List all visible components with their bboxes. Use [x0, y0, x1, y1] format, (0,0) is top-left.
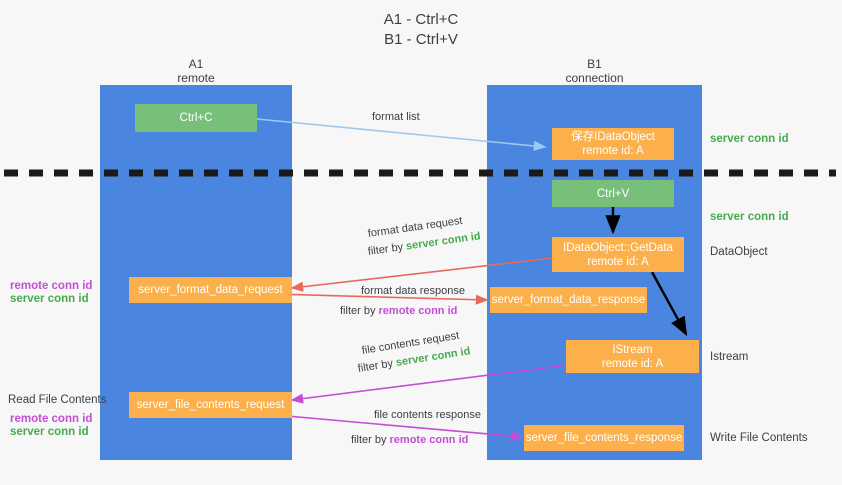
lane-a1-title: A1: [188, 57, 204, 71]
flow-filter-format-data-response-value: remote conn id: [378, 305, 458, 317]
node-server-format-data-request[interactable]: server_format_data_request: [129, 277, 292, 303]
title-line-1: A1 - Ctrl+C: [383, 11, 459, 28]
flow-filter-file-contents-response: filter by remote conn id: [351, 433, 468, 448]
label-remote-conn-id-mid: remote conn id: [10, 280, 93, 292]
label-read-file-contents: Read File Contents: [8, 394, 107, 406]
label-server-conn-id-low: server conn id: [10, 426, 89, 438]
label-server-conn-id-top: server conn id: [710, 133, 789, 145]
node-istream-label: IStream: [612, 343, 653, 356]
lane-header-b1: B1 connection: [487, 57, 702, 85]
flow-label-format-data-response: format data response: [361, 284, 465, 299]
label-remote-conn-id-low: remote conn id: [10, 413, 93, 425]
flow-label-file-contents-response-text: file contents response: [374, 409, 482, 421]
node-istream-sub: remote id: A: [601, 357, 664, 370]
node-save-idataobject-sub: remote id: A: [582, 145, 644, 157]
node-istream[interactable]: IStream remote id: A: [566, 340, 699, 373]
flow-filter-file-contents-response-value: remote conn id: [389, 434, 469, 446]
label-istream: Istream: [710, 351, 749, 363]
flow-label-file-contents-response: file contents response: [374, 408, 481, 423]
label-server-conn-id-mid: server conn id: [710, 211, 789, 223]
lane-header-a1: A1 remote: [100, 57, 292, 85]
node-server-file-contents-response[interactable]: server_file_contents_response: [524, 425, 684, 451]
node-server-format-data-response-label: server_format_data_response: [491, 294, 646, 306]
lane-a1-subtitle: remote: [177, 71, 215, 85]
flow-label-format-data-response-text: format data response: [361, 285, 465, 297]
flow-filter-format-data-response: filter by remote conn id: [340, 304, 457, 319]
node-server-file-contents-request[interactable]: server_file_contents_request: [129, 392, 292, 418]
label-dataobject: DataObject: [710, 246, 768, 258]
node-idataobject-getdata-label: IDataObject::GetData: [563, 241, 673, 254]
node-server-format-data-response[interactable]: server_format_data_response: [490, 287, 647, 313]
flow-filter-file-contents-request-prefix: filter by: [356, 357, 397, 375]
node-server-file-contents-request-label: server_file_contents_request: [136, 399, 285, 411]
label-write-file-contents: Write File Contents: [710, 432, 808, 444]
flow-filter-format-data-response-prefix: filter by: [340, 305, 379, 317]
lane-b1-title: B1: [587, 57, 602, 71]
node-ctrl-c[interactable]: Ctrl+C: [135, 104, 257, 132]
page-title: A1 - Ctrl+C B1 - Ctrl+V: [0, 10, 842, 50]
node-ctrl-v-label: Ctrl+V: [596, 187, 630, 200]
node-idataobject-getdata[interactable]: IDataObject::GetData remote id: A: [552, 237, 684, 272]
node-save-idataobject-label: 保存IDataObject: [571, 131, 655, 143]
node-save-idataobject[interactable]: 保存IDataObject remote id: A: [552, 128, 674, 160]
flow-filter-format-data-request-prefix: filter by: [367, 240, 407, 258]
node-idataobject-getdata-sub: remote id: A: [587, 255, 649, 268]
label-server-conn-id-mid-left: server conn id: [10, 293, 89, 305]
flow-label-format-list-text: format list: [372, 111, 420, 123]
node-server-file-contents-response-label: server_file_contents_response: [525, 432, 683, 444]
node-ctrl-c-label: Ctrl+C: [179, 112, 213, 124]
lane-b1-subtitle: connection: [565, 71, 624, 85]
flow-label-format-list: format list: [372, 110, 420, 125]
node-ctrl-v[interactable]: Ctrl+V: [552, 180, 674, 207]
node-server-format-data-request-label: server_format_data_request: [138, 284, 283, 296]
flow-filter-file-contents-response-prefix: filter by: [351, 434, 390, 446]
title-line-2: B1 - Ctrl+V: [384, 31, 458, 48]
